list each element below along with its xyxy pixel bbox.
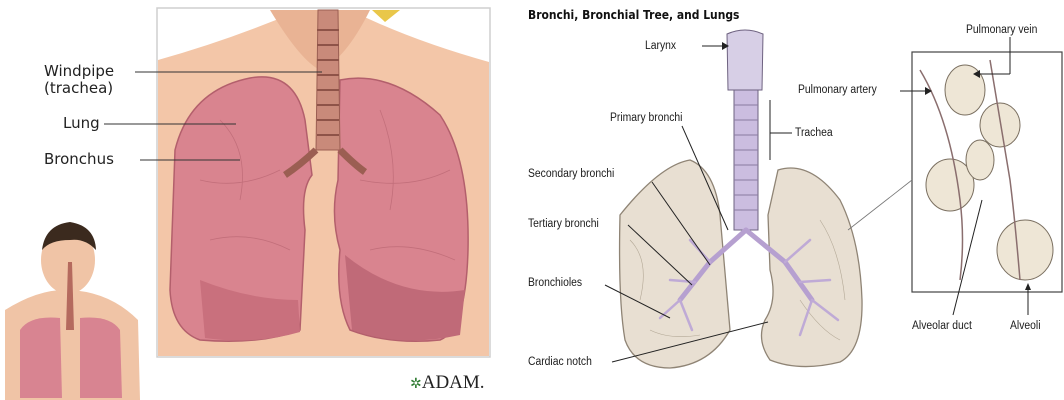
bronchial-tree-sketch: [520, 0, 1064, 400]
pulmonary-artery-label: Pulmonary artery: [798, 84, 877, 96]
alveolar-duct-label: Alveolar duct: [912, 320, 972, 332]
trachea-paren-label: (trachea): [44, 80, 113, 97]
cardiac-notch-label: Cardiac notch: [528, 356, 592, 368]
trachea-label: Trachea: [795, 127, 833, 139]
windpipe-label: Windpipe: [44, 63, 114, 80]
primary-bronchi-label: Primary bronchi: [610, 112, 682, 124]
larynx-label: Larynx: [645, 40, 676, 52]
small-human-figure: [5, 222, 140, 400]
secondary-bronchi-label: Secondary bronchi: [528, 168, 614, 180]
sketch-trachea: [727, 30, 763, 230]
pulmonary-vein-label: Pulmonary vein: [966, 24, 1037, 36]
bronchus-label: Bronchus: [44, 151, 114, 168]
sketch-lung-left: [620, 160, 730, 368]
bronchioles-label: Bronchioles: [528, 277, 582, 289]
adam-logo-mark-icon: ✲: [410, 377, 422, 392]
bronchial-tree-diagram-panel: Bronchi, Bronchial Tree, and Lungs: [520, 0, 1064, 400]
human-lungs-illustration-panel: Windpipe (trachea) Lung Bronchus ✲ADAM.: [0, 0, 520, 400]
sketch-lung-right: [761, 168, 862, 367]
tertiary-bronchi-label: Tertiary bronchi: [528, 218, 599, 230]
lungs-anatomy-illustration: [0, 0, 520, 400]
lung-label: Lung: [63, 115, 100, 132]
alveoli-label: Alveoli: [1010, 320, 1041, 332]
adam-logo: ✲ADAM.: [410, 372, 485, 394]
